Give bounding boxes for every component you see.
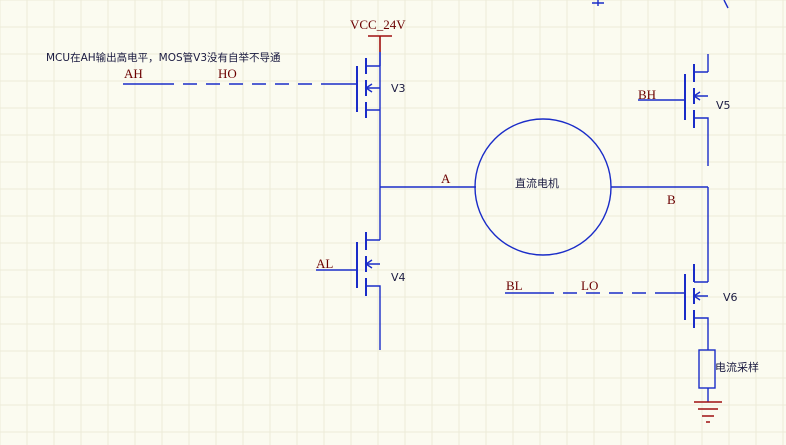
mosfet-v6[interactable]: V6 bbox=[684, 187, 738, 350]
v5-label: V5 bbox=[716, 99, 731, 112]
resistor-label: 电流采样 bbox=[715, 360, 759, 374]
gate-line-bl-lo: BL LO bbox=[505, 278, 685, 294]
net-label-b: B bbox=[667, 192, 676, 207]
mosfet-v4[interactable]: AL V4 bbox=[316, 187, 406, 350]
ground-symbol bbox=[694, 401, 722, 423]
annotation-note: MCU在AH输出高电平，MOS管V3没有自举不导通 bbox=[46, 51, 281, 64]
current-sense-resistor[interactable]: 电流采样 bbox=[698, 349, 759, 402]
net-label-bl: BL bbox=[506, 278, 523, 293]
net-label-a: A bbox=[441, 171, 451, 186]
v6-label: V6 bbox=[723, 291, 738, 304]
vcc-symbol bbox=[368, 35, 392, 52]
net-label-bh: BH bbox=[638, 87, 656, 102]
top-edge-fragment-left bbox=[592, 0, 604, 6]
gate-line-ah-ho: AH HO bbox=[123, 66, 357, 85]
top-edge-fragment-right bbox=[723, 0, 729, 9]
vcc-label: VCC_24V bbox=[350, 17, 406, 32]
v4-label: V4 bbox=[391, 271, 406, 284]
net-label-ho: HO bbox=[218, 66, 237, 81]
net-label-lo: LO bbox=[581, 278, 598, 293]
net-label-ah: AH bbox=[124, 66, 143, 81]
mosfet-v5[interactable]: BH V5 bbox=[638, 54, 731, 166]
net-label-al: AL bbox=[316, 256, 333, 271]
dc-motor[interactable]: 直流电机 bbox=[474, 118, 612, 256]
motor-label: 直流电机 bbox=[515, 176, 559, 190]
vcc-power-port[interactable]: VCC_24V bbox=[350, 17, 406, 52]
v3-label: V3 bbox=[391, 82, 406, 95]
mosfet-v3[interactable]: V3 bbox=[356, 52, 406, 187]
